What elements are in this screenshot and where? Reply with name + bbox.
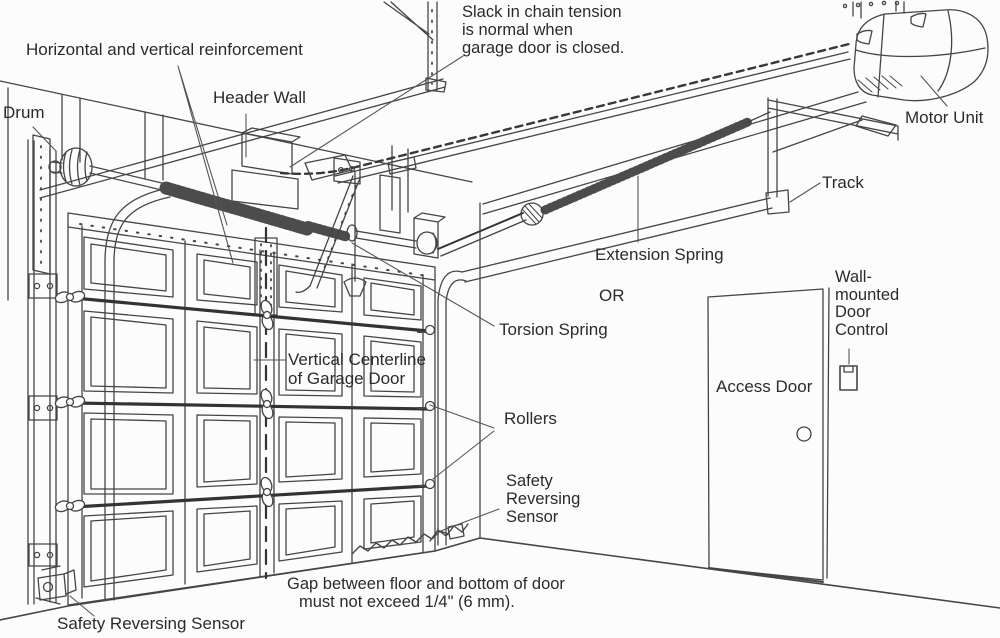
- label-leader-lines: [33, 56, 947, 616]
- left-jamb: [28, 140, 57, 604]
- door-rollers: [418, 326, 435, 489]
- ceiling-track-hanger: [384, 2, 446, 92]
- label-wall-control: Wall- mounted Door Control: [835, 268, 900, 339]
- header-bracket: [296, 155, 360, 292]
- access-door-drawing: [708, 288, 829, 582]
- label-extension-spring: Extension Spring: [595, 245, 724, 264]
- wall-control-drawing: [840, 366, 857, 390]
- horizontal-track: [462, 190, 789, 282]
- motor-light-lens: [857, 13, 926, 44]
- label-vertical-centerline: Vertical Centerline of Garage Door: [288, 350, 426, 388]
- left-horizontal-track: [40, 79, 445, 198]
- track-support-post: [768, 98, 898, 197]
- label-reinforcement: Horizontal and vertical reinforcement: [26, 40, 303, 59]
- right-track-curve: [438, 271, 466, 545]
- door-panels: [84, 237, 421, 587]
- motor-mounting-straps: [843, 1, 904, 18]
- label-access-door: Access Door: [716, 377, 813, 396]
- label-safety-sensor-right: Safety Reversing Sensor: [506, 472, 581, 526]
- flag-bracket: [33, 135, 50, 274]
- jamb-bracket-plates: [29, 274, 57, 566]
- right-track-structure: [438, 98, 898, 545]
- trolley: [388, 157, 416, 174]
- label-gap-note: Gap between floor and bottom of door mus…: [287, 575, 565, 611]
- extension-spring-drawing: [438, 112, 770, 256]
- label-drum: Drum: [3, 103, 45, 122]
- door-knob: [797, 427, 811, 441]
- motor-unit-drawing: [843, 1, 988, 100]
- label-safety-sensor-left: Safety Reversing Sensor: [57, 614, 246, 633]
- label-slack-note: Slack in chain tension is normal when ga…: [462, 3, 625, 57]
- pulley: [521, 203, 543, 225]
- garage-door: [54, 213, 448, 605]
- label-motor-unit: Motor Unit: [905, 108, 984, 127]
- emergency-release-handle: [344, 172, 366, 296]
- safety-sensor-right-drawing: [430, 524, 468, 541]
- garage-walls: [0, 81, 1000, 620]
- label-or: OR: [599, 286, 625, 305]
- safety-sensor-left-drawing: [36, 566, 76, 604]
- label-header-wall: Header Wall: [213, 88, 306, 107]
- door-hinges: [54, 290, 275, 514]
- label-torsion-spring: Torsion Spring: [499, 320, 608, 339]
- horizontal-reinforcement-rods: [74, 298, 428, 507]
- opener-rail-and-chain: [281, 44, 850, 296]
- label-rollers: Rollers: [504, 409, 557, 428]
- chain: [281, 44, 849, 174]
- torsion-spring-assembly: [90, 166, 437, 315]
- right-cable-drum: [417, 232, 437, 254]
- left-vertical-track: [105, 188, 170, 600]
- label-track: Track: [822, 173, 864, 192]
